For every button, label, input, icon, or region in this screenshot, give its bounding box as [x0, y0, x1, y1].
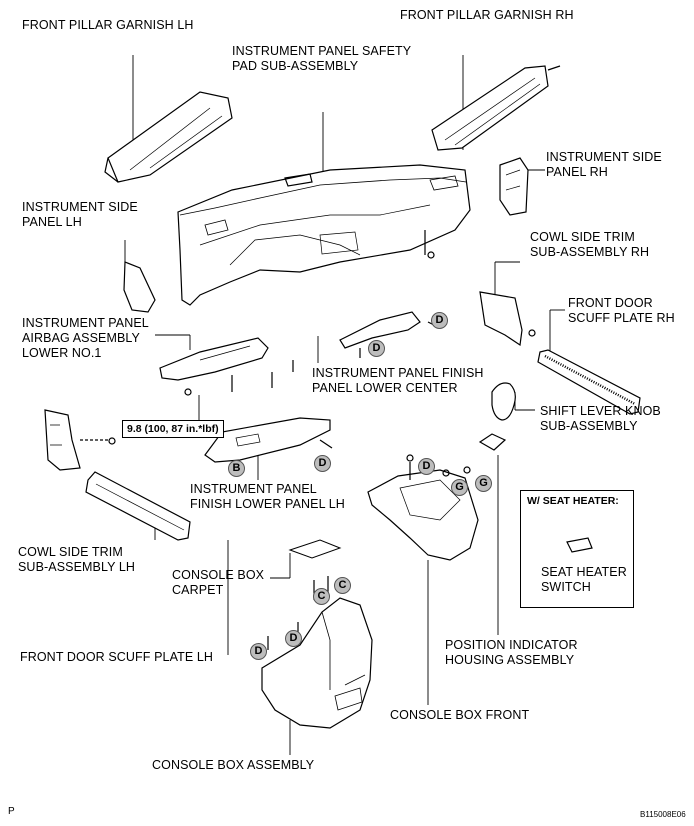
label-pillar-garnish-rh: FRONT PILLAR GARNISH RH — [400, 8, 574, 23]
label-line: HOUSING ASSEMBLY — [445, 653, 575, 667]
label-line: SUB-ASSEMBLY — [540, 419, 638, 433]
torque-spec-box: 9.8 (100, 87 in.*lbf) — [122, 420, 224, 438]
label-scuff-plate-rh: FRONT DOOR SCUFF PLATE RH — [568, 296, 675, 326]
clip-marker-d: D — [418, 458, 435, 475]
label-cowl-trim-rh: COWL SIDE TRIM SUB-ASSEMBLY RH — [530, 230, 649, 260]
airbag-lower-part — [159, 337, 294, 396]
label-line: FRONT PILLAR GARNISH RH — [400, 8, 574, 22]
label-line: SUB-ASSEMBLY LH — [18, 560, 136, 574]
label-line: PANEL RH — [546, 165, 608, 179]
cowl-trim-rh-part — [479, 291, 536, 347]
label-line: INSTRUMENT SIDE — [22, 200, 138, 214]
label-line: CONSOLE BOX ASSEMBLY — [152, 758, 315, 772]
scuff-plate-lh-part — [85, 471, 191, 541]
label-line: PAD SUB-ASSEMBLY — [232, 59, 359, 73]
seat-heater-switch-part — [566, 537, 593, 553]
clip-marker-d: D — [314, 455, 331, 472]
side-panel-lh-part — [123, 261, 156, 313]
label-finish-center: INSTRUMENT PANEL FINISH PANEL LOWER CENT… — [312, 366, 484, 396]
corner-mark: P — [8, 806, 15, 817]
position-housing-part — [478, 433, 507, 451]
label-side-panel-lh: INSTRUMENT SIDE PANEL LH — [22, 200, 138, 230]
label-line: SCUFF PLATE RH — [568, 311, 675, 325]
label-cowl-trim-lh: COWL SIDE TRIM SUB-ASSEMBLY LH — [18, 545, 135, 575]
clip-marker-d: D — [431, 312, 448, 329]
label-line: COWL SIDE TRIM — [530, 230, 635, 244]
seat-heater-inset: W/ SEAT HEATER: SEAT HEATER SWITCH — [520, 490, 634, 608]
finish-lh-part — [204, 417, 333, 463]
label-side-panel-rh: INSTRUMENT SIDE PANEL RH — [546, 150, 662, 180]
clip-marker-d: D — [285, 630, 302, 647]
clip-marker-c: C — [334, 577, 351, 594]
carpet-part — [288, 539, 342, 559]
pillar-garnish-rh-part — [431, 65, 561, 151]
label-safety-pad: INSTRUMENT PANEL SAFETY PAD SUB-ASSEMBLY — [232, 44, 411, 74]
label-line: INSTRUMENT PANEL SAFETY — [232, 44, 412, 58]
console-assy-part — [261, 576, 373, 729]
label-console-assembly: CONSOLE BOX ASSEMBLY — [152, 758, 314, 773]
label-line: SHIFT LEVER KNOB — [540, 404, 661, 418]
label-line: FRONT DOOR SCUFF PLATE LH — [20, 650, 214, 664]
label-line: SUB-ASSEMBLY RH — [530, 245, 650, 259]
label-line: INSTRUMENT PANEL FINISH — [312, 366, 484, 380]
scuff-plate-rh-part — [537, 349, 641, 415]
finish-center-part — [339, 311, 441, 358]
label-line: INSTRUMENT PANEL — [22, 316, 149, 330]
label-console-front: CONSOLE BOX FRONT — [390, 708, 529, 723]
safety-pad-part — [177, 164, 471, 306]
label-position-housing: POSITION INDICATOR HOUSING ASSEMBLY — [445, 638, 578, 668]
label-line: INSTRUMENT PANEL — [190, 482, 317, 496]
clip-marker-d: D — [368, 340, 385, 357]
label-finish-lh: INSTRUMENT PANEL FINISH LOWER PANEL LH — [190, 482, 345, 512]
label-line: AIRBAG ASSEMBLY — [22, 331, 140, 345]
label-seat-heater-switch: SEAT HEATER SWITCH — [541, 565, 627, 595]
label-shift-knob: SHIFT LEVER KNOB SUB-ASSEMBLY — [540, 404, 661, 434]
label-scuff-plate-lh: FRONT DOOR SCUFF PLATE LH — [20, 650, 213, 665]
label-line: INSTRUMENT SIDE — [546, 150, 662, 164]
label-line: COWL SIDE TRIM — [18, 545, 123, 559]
label-line: SWITCH — [541, 580, 591, 594]
label-line: PANEL LOWER CENTER — [312, 381, 458, 395]
label-airbag-lower: INSTRUMENT PANEL AIRBAG ASSEMBLY LOWER N… — [22, 316, 149, 361]
cowl-trim-lh-part — [44, 409, 116, 471]
pillar-garnish-lh-part — [104, 91, 233, 183]
label-pillar-garnish-lh: FRONT PILLAR GARNISH LH — [22, 18, 194, 33]
label-console-carpet: CONSOLE BOX CARPET — [172, 568, 264, 598]
label-line: FRONT PILLAR GARNISH LH — [22, 18, 194, 32]
seat-heater-inset-title: W/ SEAT HEATER: — [527, 495, 619, 507]
shift-knob-part — [491, 382, 516, 421]
clip-marker-d: D — [250, 643, 267, 660]
leader-lines — [124, 55, 565, 755]
clip-marker-c: C — [313, 588, 330, 605]
clip-marker-g: G — [451, 479, 468, 496]
label-line: PANEL LH — [22, 215, 82, 229]
side-panel-rh-part — [499, 157, 529, 216]
clip-marker-b: B — [228, 460, 245, 477]
label-line: SEAT HEATER — [541, 565, 627, 579]
clip-marker-g: G — [475, 475, 492, 492]
figure-code: B115008E06 — [640, 810, 686, 819]
label-line: LOWER NO.1 — [22, 346, 102, 360]
label-line: CONSOLE BOX — [172, 568, 265, 582]
label-line: CONSOLE BOX FRONT — [390, 708, 530, 722]
label-line: FRONT DOOR — [568, 296, 653, 310]
label-line: POSITION INDICATOR — [445, 638, 578, 652]
label-line: FINISH LOWER PANEL LH — [190, 497, 345, 511]
label-line: CARPET — [172, 583, 224, 597]
